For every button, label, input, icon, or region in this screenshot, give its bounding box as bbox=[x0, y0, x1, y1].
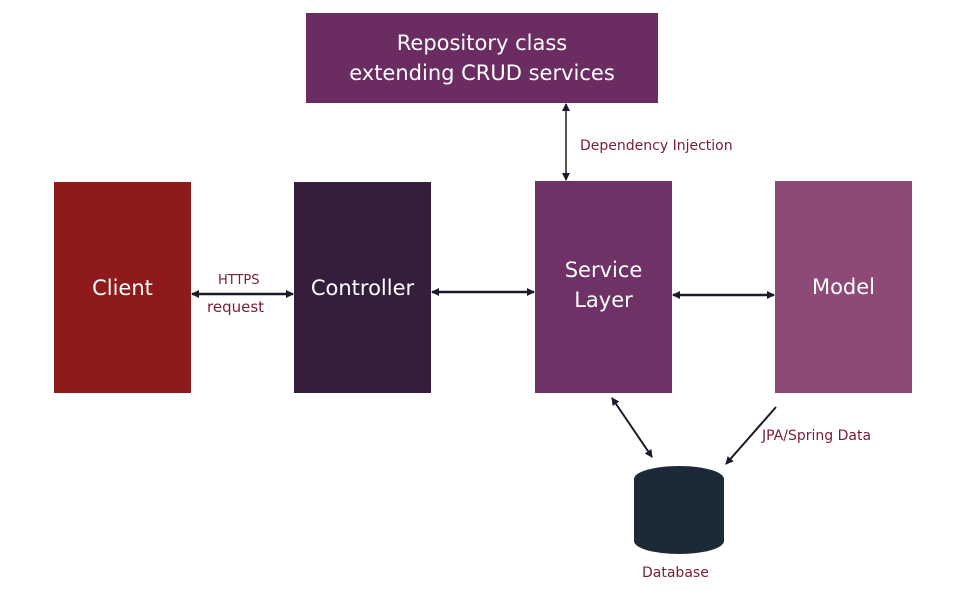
controller-box: Controller bbox=[294, 182, 431, 393]
jpa-spring-data-label: JPA/Spring Data bbox=[762, 428, 872, 444]
service-database-arrow bbox=[611, 397, 653, 458]
database-icon bbox=[634, 466, 724, 554]
https-label: HTTPS bbox=[218, 273, 260, 288]
repository-label-line1: Repository class bbox=[396, 31, 568, 55]
service-layer-box: Service Layer bbox=[535, 181, 672, 393]
client-box: Client bbox=[54, 182, 191, 393]
service-label-line2: Layer bbox=[574, 288, 633, 312]
service-label-line1: Service bbox=[564, 258, 643, 282]
database-label: Database bbox=[642, 565, 709, 581]
client-label: Client bbox=[92, 275, 153, 300]
controller-label: Controller bbox=[310, 275, 415, 300]
repository-box: Repository class extending CRUD services bbox=[306, 13, 658, 103]
repository-label-line2: extending CRUD services bbox=[349, 61, 615, 85]
model-label: Model bbox=[811, 275, 876, 299]
model-box: Model bbox=[775, 181, 912, 393]
dependency-injection-label: Dependency Injection bbox=[580, 138, 733, 154]
request-label: request bbox=[207, 298, 265, 316]
